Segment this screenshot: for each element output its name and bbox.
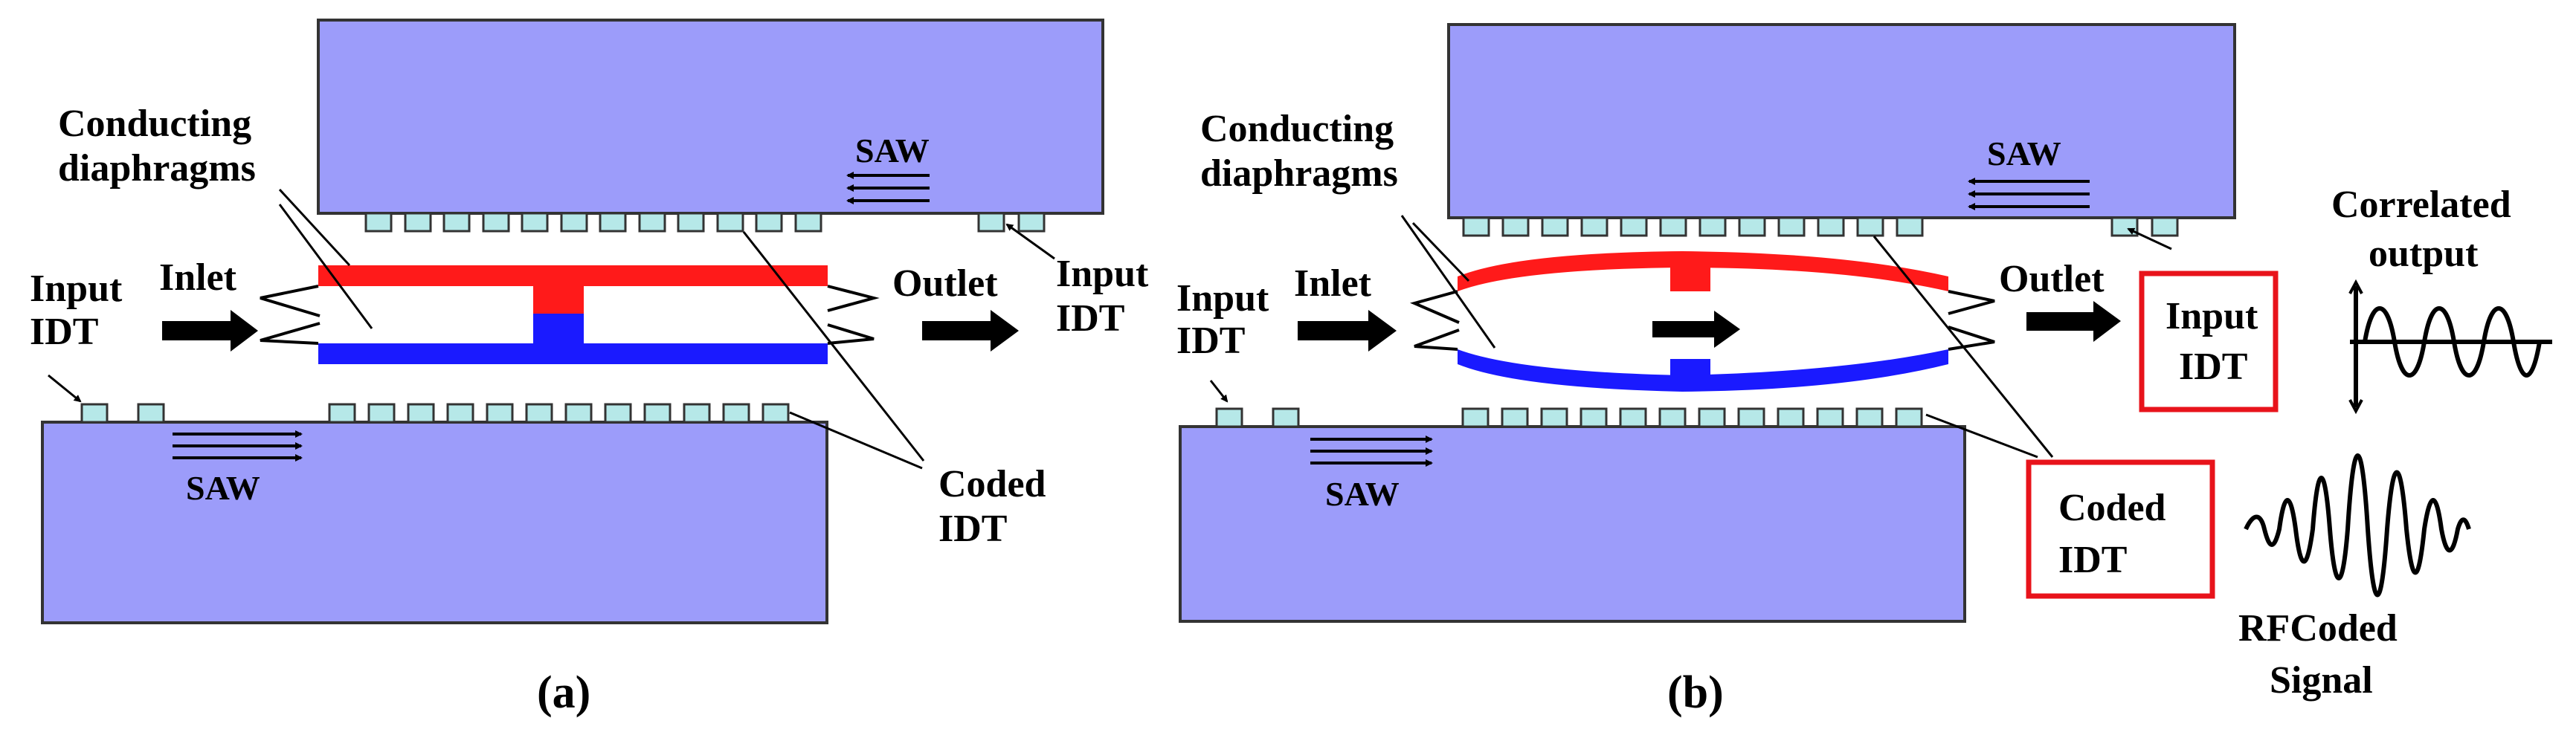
input-idt-box-line1: Input — [2166, 295, 2258, 337]
saw-arrows-top — [846, 172, 930, 204]
bottom-input-idt-electrodes — [1215, 407, 1300, 428]
input-idt-left-line2: IDT — [30, 311, 98, 353]
saw-label-bottom: SAW — [1325, 475, 1400, 513]
inlet-label: Inlet — [1294, 262, 1372, 305]
input-idt-left-line1: Input — [1176, 277, 1269, 320]
input-idt-right-leader — [1005, 223, 1055, 260]
correlated-output-waveform — [2348, 279, 2552, 415]
conducting-leader-2 — [1400, 215, 1496, 349]
input-idt-box-leader — [2127, 227, 2172, 250]
inlet-funnel — [1410, 290, 1460, 351]
conducting-leader-2 — [278, 204, 373, 329]
panel-b: SAW SAW C — [1176, 23, 2552, 718]
input-idt-left-leader — [1209, 380, 1229, 403]
top-substrate — [1447, 23, 2236, 219]
panel-b-caption: (b) — [1667, 667, 1724, 718]
bottom-diaphragm-stem — [1670, 359, 1710, 389]
outlet-label: Outlet — [1999, 258, 2105, 300]
rf-coded-signal-waveform — [2244, 453, 2471, 598]
bottom-diaphragm — [1458, 349, 1948, 392]
top-coded-idt-electrodes — [364, 212, 822, 233]
inlet-arrow — [1298, 310, 1397, 352]
coded-idt-line2: IDT — [938, 508, 1007, 550]
conducting-label-line1: Conducting — [1200, 108, 1394, 150]
conducting-label-line1: Conducting — [58, 103, 251, 145]
bottom-diaphragm — [318, 343, 828, 364]
conducting-leader-1 — [278, 188, 351, 267]
input-idt-left-line1: Input — [30, 268, 123, 310]
inlet-label: Inlet — [159, 256, 237, 299]
saw-label-top: SAW — [1987, 135, 2061, 172]
inlet-arrow — [162, 310, 258, 352]
input-idt-right-line1: Input — [1056, 253, 1149, 295]
input-idt-left-line2: IDT — [1176, 320, 1245, 362]
top-input-idt-electrodes — [2110, 216, 2179, 237]
rf-coded-signal-line2: Signal — [2270, 659, 2373, 702]
bottom-substrate — [1179, 425, 1966, 623]
top-diaphragm-stem — [1670, 260, 1710, 291]
input-idt-right-line2: IDT — [1056, 297, 1124, 340]
top-diaphragm-stem — [533, 286, 584, 314]
conducting-leader-1 — [1411, 221, 1470, 282]
coded-idt-leader-bottom — [789, 411, 923, 470]
coded-idt-leader-bottom — [1925, 413, 2038, 459]
bottom-coded-idt-electrodes — [328, 403, 790, 424]
coded-idt-leader-top — [742, 231, 925, 462]
panel-a-caption: (a) — [537, 667, 590, 718]
bottom-input-idt-electrodes — [80, 403, 165, 424]
flow-channel — [1410, 251, 1995, 392]
conducting-label-line2: diaphragms — [1200, 152, 1398, 195]
correlated-output-line1: Correlated — [2331, 184, 2511, 226]
input-idt-box-line2: IDT — [2179, 346, 2247, 388]
top-input-idt-electrodes — [977, 212, 1046, 233]
input-idt-highlight-box — [2139, 271, 2279, 412]
bottom-coded-idt-electrodes — [1461, 407, 1923, 428]
outlet-funnel — [827, 285, 880, 345]
panel-a: SAW SAW — [30, 19, 1149, 718]
bottom-diaphragm-stem — [533, 314, 584, 343]
coded-idt-box-line1: Coded — [2058, 487, 2166, 529]
saw-arrows-top — [1968, 178, 2090, 210]
saw-arrows-bottom — [1310, 436, 1433, 467]
coded-idt-line1: Coded — [938, 463, 1046, 505]
rf-coded-signal-line1: RFCoded — [2238, 607, 2398, 650]
top-diaphragm — [318, 265, 828, 286]
top-substrate — [317, 19, 1104, 215]
conducting-label-line2: diaphragms — [58, 147, 256, 190]
saw-label-top: SAW — [855, 132, 930, 169]
coded-idt-highlight-box — [2026, 459, 2215, 599]
saw-label-bottom: SAW — [186, 469, 260, 507]
flow-channel — [260, 265, 880, 364]
saw-arrows-bottom — [173, 430, 303, 462]
outlet-label: Outlet — [892, 262, 998, 305]
top-diaphragm — [1458, 251, 1948, 291]
correlated-output-line2: output — [2369, 233, 2479, 275]
bottom-substrate — [41, 421, 828, 624]
outlet-arrow — [922, 310, 1019, 352]
coded-idt-box-line2: IDT — [2058, 539, 2127, 581]
outlet-funnel — [1948, 290, 1995, 351]
outlet-arrow — [2026, 301, 2121, 342]
input-idt-left-leader — [48, 374, 82, 403]
top-coded-idt-electrodes — [1462, 216, 1924, 237]
inlet-funnel — [260, 285, 321, 345]
coded-idt-leader-top — [1873, 236, 2054, 458]
center-flow-arrow — [1652, 311, 1740, 348]
